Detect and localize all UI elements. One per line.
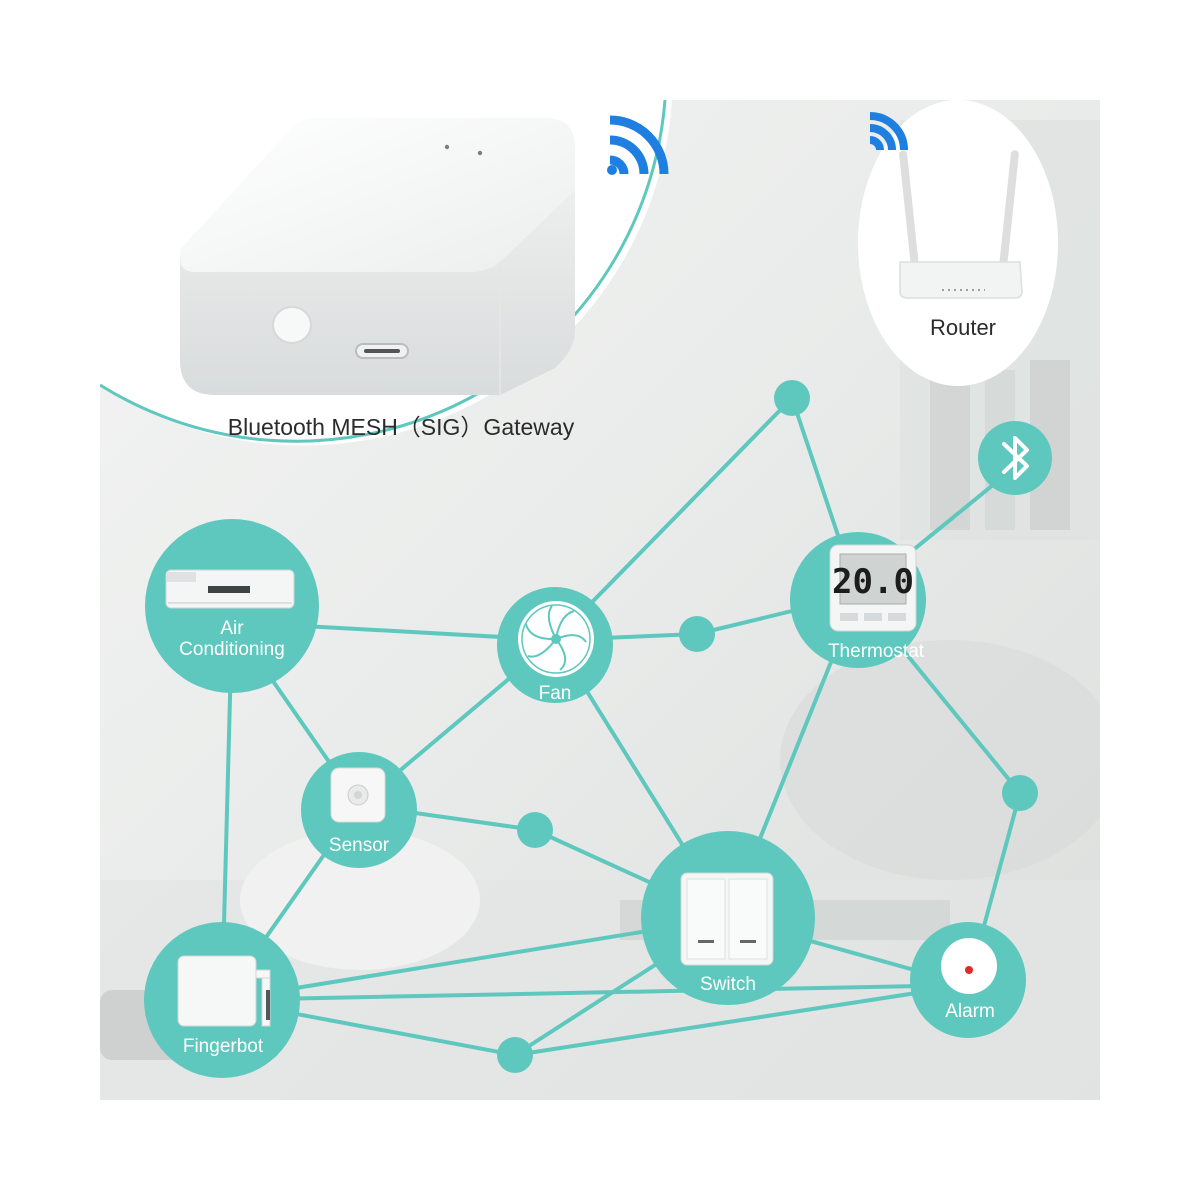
fingerbot-icon xyxy=(177,955,271,1027)
router-bubble: Router xyxy=(858,100,1058,386)
gateway-image xyxy=(180,118,575,395)
sensor-icon xyxy=(330,767,386,823)
air-conditioner-icon xyxy=(165,569,295,609)
fingerbot-label: Fingerbot xyxy=(183,1036,264,1057)
node-switch: Switch xyxy=(641,831,815,1005)
wifi-icon xyxy=(607,115,669,175)
switch-label: Switch xyxy=(700,974,756,995)
thermostat-icon: 20.0 xyxy=(829,544,917,632)
node-alarm: Alarm xyxy=(910,922,1026,1038)
router-label: Router xyxy=(930,315,996,340)
bluetooth-node xyxy=(978,421,1052,495)
thermostat-label: Thermostat xyxy=(828,641,925,662)
node-thermostat: 20.0 Thermostat xyxy=(790,532,926,668)
node-fan: Fan xyxy=(497,587,613,704)
node-air-conditioning: Air Conditioning xyxy=(145,519,319,693)
switch-icon xyxy=(680,872,774,966)
thermostat-display: 20.0 xyxy=(832,562,914,602)
router-image xyxy=(899,150,1023,299)
alarm-icon xyxy=(941,938,997,994)
fan-label: Fan xyxy=(539,683,572,704)
sensor-label: Sensor xyxy=(329,835,390,856)
air-conditioning-label-2: Conditioning xyxy=(179,639,285,660)
alarm-label: Alarm xyxy=(945,1001,995,1022)
node-sensor: Sensor xyxy=(301,752,417,868)
bluetooth-icon xyxy=(1002,436,1029,480)
gateway-label: Bluetooth MESH（SIG）Gateway xyxy=(228,414,575,440)
fan-icon xyxy=(518,601,594,677)
node-fingerbot: Fingerbot xyxy=(144,922,300,1078)
router-wifi-icon xyxy=(869,112,908,151)
mesh-junctions xyxy=(497,380,1038,1073)
air-conditioning-label-1: Air xyxy=(220,618,244,639)
